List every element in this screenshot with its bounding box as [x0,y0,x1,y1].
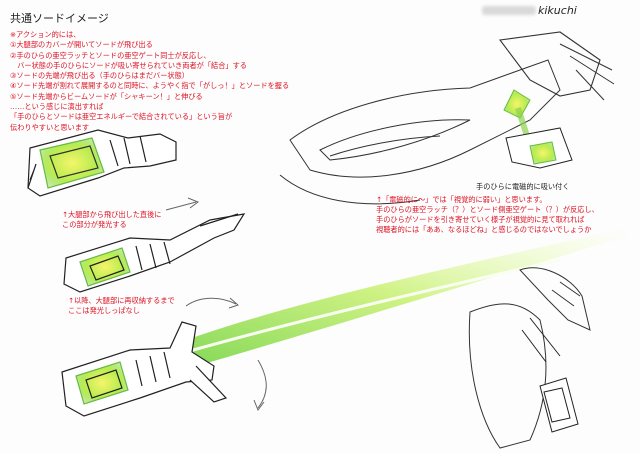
eject-glow-note-line: ↑大腿部から飛び出した直後に [62,210,162,219]
palm-magnet-label: 手のひらに電磁的に吸い付く [476,182,570,191]
visual-analysis-note: ↑「電磁的に～」では「視覚的に弱い」と思います。 手のひらの亜空ラッチ（？）とソ… [376,195,599,235]
arm-blade-sketch [279,31,615,205]
analysis-line: 手のひらがソードを引き寄せていく様子が視覚的に見て取れれば [376,215,585,224]
motion-arrows [165,197,267,412]
action-note-line: 「手のひらとソードは亜空エネルギーで結合されている」という旨が [10,112,233,122]
action-note-line: ⑤ソード先端からビームソードが「シャキーン！」と伸びる [10,91,203,101]
beam-sword-sketch [61,228,628,417]
action-note-line: ①大腿部のカバーが開いてソードが飛び出る [10,40,153,50]
eject-glow-note: ↑大腿部から飛び出した直後に この部分が発光する [62,210,161,230]
redacted-name-blur [482,6,536,15]
action-notes-heading: ※アクション的には、 [10,30,81,39]
retract-glow-note-line: ここは発光しっぱなし [68,306,140,315]
retract-glow-note: ↑以降、大腿部に再収納するまで ここは発光しっぱなし [68,296,175,316]
action-note-line: バー状態の手のひらにソードが吸い寄せられていき両者が「結合」する [10,60,247,70]
hilt-sketch-closed [27,129,177,197]
action-note-line: ……という感じに演出すれば [10,102,104,112]
analysis-line: 視聴者的には「ああ、なるほどね」と感じるのではないでしょうか [376,225,592,234]
action-notes: ※アクション的には、 ①大腿部のカバーが開いてソードが飛び出る ②手のひらの亜空… [10,30,340,133]
action-note-line: 伝わりやすいと思います [10,122,90,132]
analysis-line: ↑「電磁的に～」では「視覚的に弱い」と思います。 [376,195,547,204]
retract-glow-note-line: ↑以降、大腿部に再収納するまで [68,296,175,305]
action-note-line: ②手のひらの亜空ラッチとソードの亜空ゲート同士が反応し、 [10,50,211,60]
action-note-line: ③ソードの先端が飛び出る（手のひらはまだバー状態） [10,71,189,81]
sheet-title: 共通ソードイメージ [10,12,109,25]
eject-glow-note-line: この部分が発光する [62,220,127,229]
action-note-line: ④ソード先端が割れて展開するのと同時に、ようやく指で「がしっ！」とソードを握る [10,81,290,91]
analysis-line: 手のひらの亜空ラッチ（？）とソード側亜空ゲート（？）が反応し、 [376,205,599,214]
hilt-sketch-extended [63,213,246,293]
hand-grip-sketch [468,267,591,449]
author-signature: kikuchi [538,4,577,17]
